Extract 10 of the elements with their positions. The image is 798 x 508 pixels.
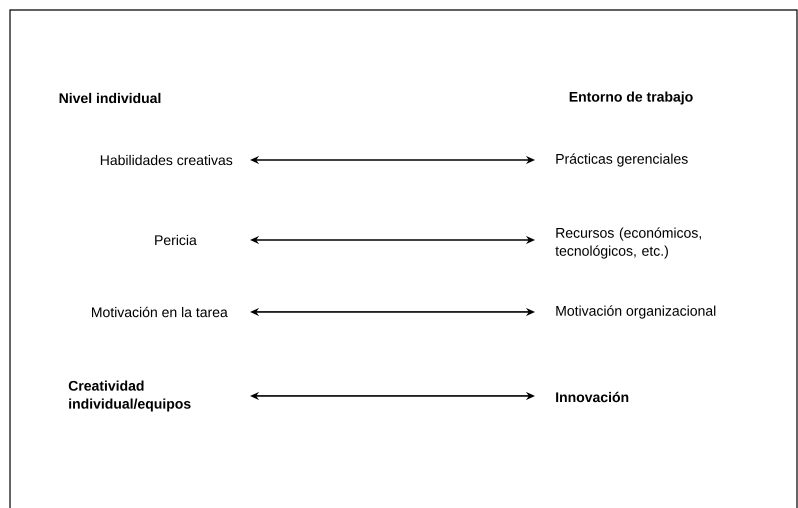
text-label: Prácticas gerenciales xyxy=(556,153,688,167)
text-label: Pericia xyxy=(155,234,197,246)
text-label: Motivación organizacional xyxy=(556,305,716,319)
text-label: Motivación en la tarea xyxy=(92,306,228,318)
column-heading: Entorno de trabajo xyxy=(570,91,693,104)
text-label: Innovación xyxy=(556,392,628,402)
text-label: Recursos (económicos, tecnológicos, etc.) xyxy=(555,227,701,259)
text-label: Habilidades creativas xyxy=(100,154,232,166)
text-label: Creatividad individual/equipos xyxy=(68,380,191,412)
column-heading: Nivel individual xyxy=(60,92,160,104)
